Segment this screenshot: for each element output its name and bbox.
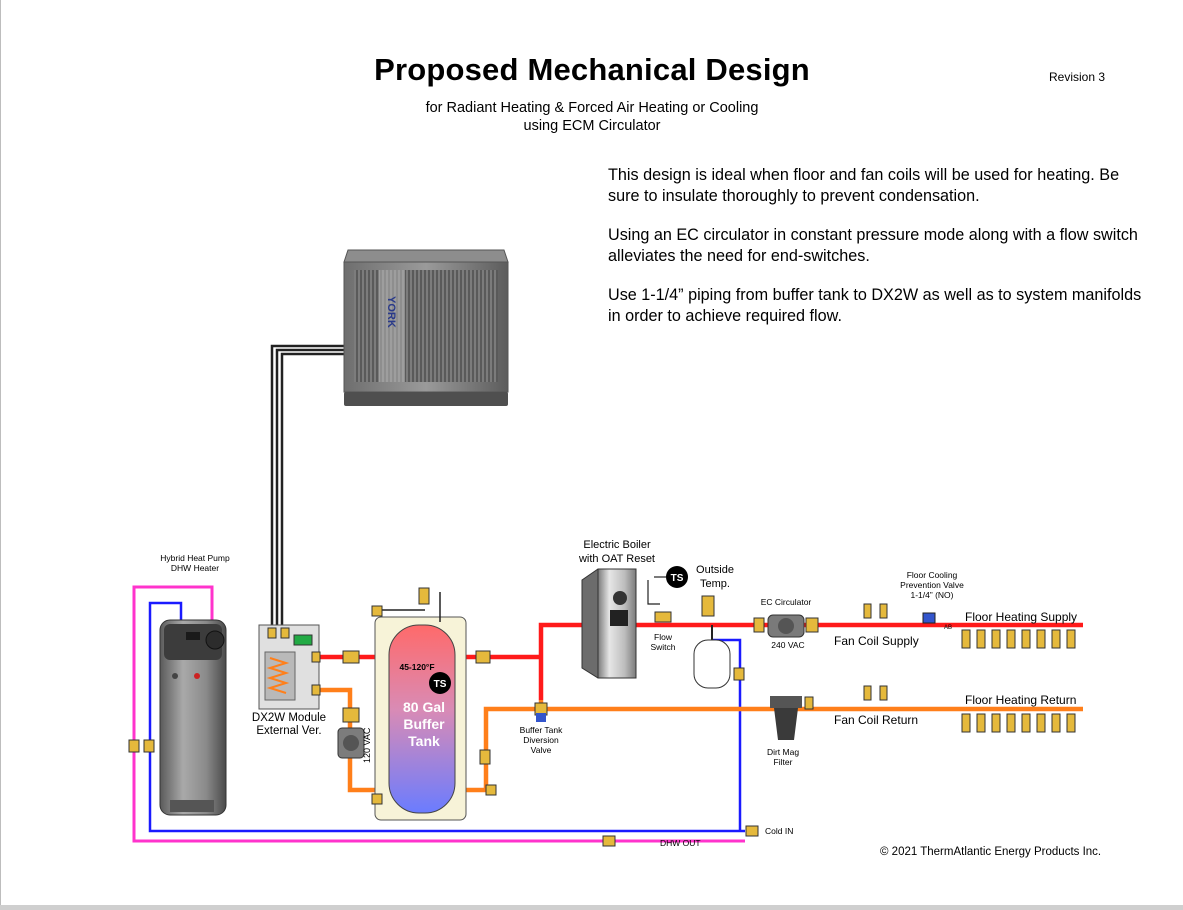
flow-switch-wire	[647, 580, 660, 605]
revision-label: Revision 3	[1049, 70, 1106, 84]
tank-label-line-2: Buffer	[403, 716, 445, 732]
dx2w-module	[258, 624, 320, 710]
outside-temp-sensor	[666, 566, 688, 588]
fcv-label-2: Prevention Valve	[900, 580, 964, 590]
description-paragraph-3: Use 1-1/4” piping from buffer tank to DX…	[608, 286, 1142, 325]
fcv-label-3: 1-1/4” (NO)	[911, 590, 954, 600]
buffer-tank-diversion-valve	[534, 702, 548, 722]
refrigerant-lines	[270, 344, 350, 632]
design-description: This design is ideal when floor and fan …	[608, 165, 1148, 345]
tank-temp-range: 45-120°F	[399, 662, 434, 672]
tank-ts-sensor: TS	[434, 679, 447, 690]
page-subtitle: for Radiant Heating & Forced Air Heating…	[380, 99, 804, 135]
buffer-tank	[374, 587, 467, 821]
flow-switch	[654, 611, 672, 623]
fan-coil-supply-label: Fan Coil Supply	[834, 634, 919, 648]
fan-coil-return-label: Fan Coil Return	[834, 713, 918, 727]
hybrid-heat-pump-dhw-heater	[159, 619, 227, 816]
ec-circulator-voltage: 240 VAC	[771, 640, 804, 650]
diversion-valve-label-2: Diversion	[523, 735, 559, 745]
page-left-border	[0, 0, 1, 905]
subtitle-line-1: for Radiant Heating & Forced Air Heating…	[425, 100, 759, 116]
page-bottom-border	[0, 905, 1183, 910]
fan-coil-valves	[863, 603, 888, 701]
dirt-filter-label-2: Filter	[774, 757, 793, 767]
fcv-label-1: Floor Cooling	[907, 570, 958, 580]
dx2w-label-line-1: DX2W Module	[252, 712, 326, 724]
cold-in-label: Cold IN	[765, 826, 793, 836]
page-title: Proposed Mechanical Design	[374, 52, 810, 87]
outdoor-condenser-unit: YORK	[343, 249, 509, 406]
expansion-tank	[693, 595, 731, 689]
boiler-label-line-2: with OAT Reset	[578, 553, 655, 565]
dx2w-label-line-2: External Ver.	[256, 725, 321, 737]
ec-circulator-label: EC Circulator	[761, 597, 812, 607]
heater-label-line-1: Hybrid Heat Pump	[160, 553, 230, 563]
dirt-mag-filter	[770, 696, 814, 740]
flow-switch-label-1: Flow	[654, 632, 673, 642]
outside-temp-label-2: Temp.	[700, 578, 730, 590]
dx2w-circulator	[337, 707, 365, 759]
circulator-voltage-120: 120 VAC	[362, 727, 372, 763]
tank-label-line-3: Tank	[408, 733, 440, 749]
flow-switch-label-2: Switch	[650, 642, 675, 652]
tank-label-line-1: 80 Gal	[403, 699, 445, 715]
pipe-fittings	[128, 605, 759, 847]
outside-temp-label-1: Outside	[696, 564, 734, 576]
diversion-valve-label-1: Buffer Tank	[520, 725, 563, 735]
heater-label-line-2: DHW Heater	[171, 563, 219, 573]
fcv-port-label: AB	[944, 625, 952, 631]
floor-heating-supply-label: Floor Heating Supply	[965, 610, 1077, 624]
dhw-out-label: DHW OUT	[660, 838, 701, 848]
subtitle-line-2: using ECM Circulator	[523, 118, 661, 134]
electric-boiler	[581, 568, 637, 679]
description-paragraph-2: Using an EC circulator in constant press…	[608, 226, 1138, 265]
dirt-filter-label-1: Dirt Mag	[767, 747, 799, 757]
ec-circulator	[753, 614, 819, 638]
floor-heating-return-manifold	[961, 713, 1076, 733]
dhw-hot-pipe	[132, 585, 745, 843]
floor-cooling-prevention-valve	[922, 612, 936, 624]
copyright-notice: © 2021 ThermAtlantic Energy Products Inc…	[880, 846, 1102, 858]
floor-heating-return-label: Floor Heating Return	[965, 693, 1076, 707]
floor-heating-supply-manifold	[961, 629, 1076, 649]
diversion-valve-label-3: Valve	[531, 745, 552, 755]
condenser-brand-label: YORK	[385, 296, 397, 328]
outside-ts-label: TS	[671, 573, 684, 584]
description-paragraph-1: This design is ideal when floor and fan …	[608, 166, 1120, 205]
boiler-label-line-1: Electric Boiler	[583, 539, 651, 551]
